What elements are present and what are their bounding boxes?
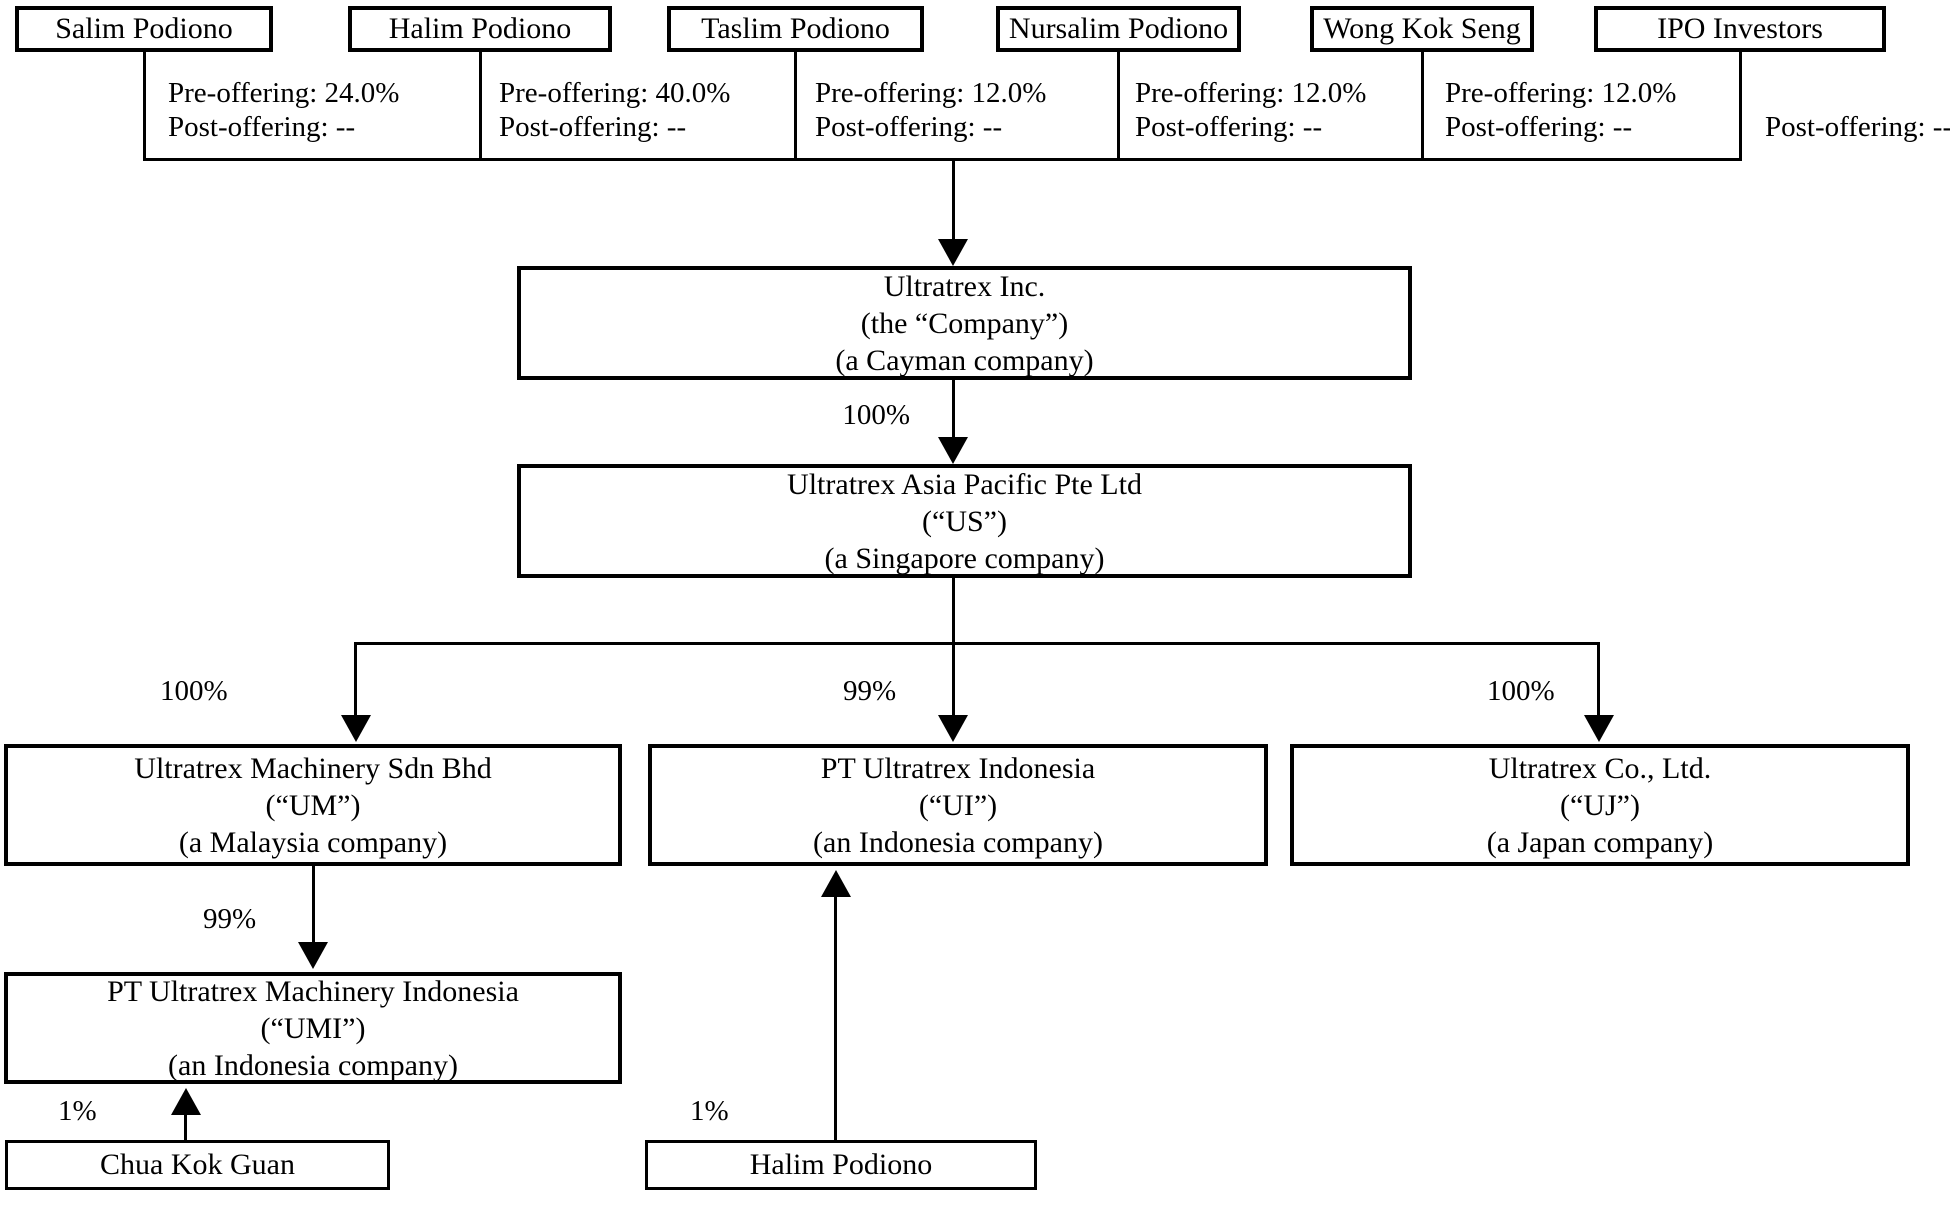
ownership-label-us-to-ui: 99% [843, 675, 897, 707]
ownership-label-company-to-us: 100% [842, 399, 910, 431]
connector-manifold-to-company [951, 158, 955, 242]
post-offering-label: Post-offering: -- [168, 111, 356, 143]
entity-jurisdiction: (a Japan company) [1486, 825, 1714, 859]
pre-offering-label: Pre-offering: 12.0% [1445, 77, 1677, 109]
shareholder-name: Wong Kok Seng [1323, 12, 1521, 45]
ownership-label-um-to-umi: 99% [203, 903, 257, 935]
shareholder-name: Taslim Podiono [701, 12, 890, 45]
entity-box-ui: PT Ultratrex Indonesia (“UI”) (an Indone… [648, 744, 1268, 866]
entity-jurisdiction: (a Singapore company) [824, 541, 1105, 575]
arrowhead-into-um [340, 715, 371, 742]
shareholder-box-nursalim-podiono: Nursalim Podiono [996, 6, 1241, 52]
offering-note-ipo: Post-offering: -- [1765, 110, 1950, 144]
offering-note-nursalim: Pre-offering: 12.0% Post-offering: -- [1135, 76, 1366, 144]
entity-name: Ultratrex Inc. [883, 269, 1046, 303]
shareholder-box-ipo-investors: IPO Investors [1594, 6, 1886, 52]
entity-box-umi: PT Ultratrex Machinery Indonesia (“UMI”)… [4, 972, 622, 1084]
shareholder-box-salim-podiono: Salim Podiono [15, 6, 273, 52]
ownership-label-us-to-uj: 100% [1487, 675, 1555, 707]
connector-salim-stub [142, 52, 146, 160]
entity-box-company: Ultratrex Inc. (the “Company”) (a Cayman… [517, 266, 1412, 380]
shareholder-name: Halim Podiono [388, 12, 572, 45]
entity-alias: (“UI”) [918, 788, 998, 822]
entity-alias: (“UM”) [265, 788, 361, 822]
entity-jurisdiction: (a Cayman company) [835, 343, 1094, 377]
shareholder-box-chua-kok-guan: Chua Kok Guan [5, 1140, 390, 1190]
connector-branch-uj [1597, 642, 1600, 718]
shareholder-box-taslim-podiono: Taslim Podiono [667, 6, 924, 52]
connector-split-bar [354, 642, 1600, 645]
shareholder-box-halim-podiono: Halim Podiono [348, 6, 612, 52]
offering-note-taslim: Pre-offering: 12.0% Post-offering: -- [815, 76, 1046, 144]
arrowhead-into-umi [298, 942, 328, 969]
connector-branch-um [354, 642, 357, 718]
entity-alias: (the “Company”) [860, 306, 1069, 340]
shareholder-box-wong-kok-seng: Wong Kok Seng [1310, 6, 1534, 52]
pre-offering-label: Pre-offering: 24.0% [168, 77, 400, 109]
arrowhead-into-uj [1583, 715, 1614, 742]
connector-shareholder-manifold [142, 158, 1742, 161]
entity-jurisdiction: (an Indonesia company) [813, 825, 1103, 859]
post-offering-label: Post-offering: -- [1765, 111, 1950, 143]
arrowhead-into-ui [938, 715, 968, 742]
connector-nursalim-stub [1116, 52, 1120, 160]
connector-us-down [951, 578, 955, 644]
shareholder-box-halim-podiono-minority: Halim Podiono [645, 1140, 1037, 1190]
pre-offering-label: Pre-offering: 12.0% [1135, 77, 1367, 109]
shareholder-name: IPO Investors [1657, 12, 1823, 45]
connector-halim-stub [478, 52, 482, 160]
pre-offering-label: Pre-offering: 12.0% [815, 77, 1047, 109]
entity-name: Ultratrex Co., Ltd. [1488, 751, 1712, 785]
entity-name: PT Ultratrex Machinery Indonesia [107, 974, 519, 1008]
entity-jurisdiction: (an Indonesia company) [168, 1048, 458, 1082]
shareholder-name: Chua Kok Guan [100, 1148, 295, 1181]
shareholder-name: Salim Podiono [55, 12, 233, 45]
post-offering-label: Post-offering: -- [1135, 111, 1323, 143]
entity-box-um: Ultratrex Machinery Sdn Bhd (“UM”) (a Ma… [4, 744, 622, 866]
connector-wong-stub [1420, 52, 1424, 160]
ownership-label-halim-to-ui: 1% [690, 1095, 729, 1127]
connector-chua-to-umi [184, 1110, 187, 1140]
ownership-label-chua-to-umi: 1% [58, 1095, 97, 1127]
entity-alias: (“UJ”) [1560, 788, 1640, 822]
post-offering-label: Post-offering: -- [815, 111, 1003, 143]
pre-offering-label: Pre-offering: 40.0% [499, 77, 731, 109]
offering-note-halim: Pre-offering: 40.0% Post-offering: -- [499, 76, 730, 144]
offering-note-wong: Pre-offering: 12.0% Post-offering: -- [1445, 76, 1676, 144]
offering-note-salim: Pre-offering: 24.0% Post-offering: -- [168, 76, 399, 144]
entity-name: PT Ultratrex Indonesia [820, 751, 1096, 785]
shareholder-name: Halim Podiono [749, 1148, 933, 1181]
connector-ipo-stub [1738, 52, 1742, 160]
entity-name: Ultratrex Machinery Sdn Bhd [134, 751, 492, 785]
shareholder-name: Nursalim Podiono [1008, 12, 1229, 45]
entity-box-us: Ultratrex Asia Pacific Pte Ltd (“US”) (a… [517, 464, 1412, 578]
connector-company-to-us [951, 380, 955, 440]
connector-um-to-umi [311, 866, 315, 944]
arrowhead-into-us [938, 437, 968, 464]
entity-alias: (“UMI”) [260, 1011, 366, 1045]
entity-alias: (“US”) [922, 504, 1007, 538]
connector-taslim-stub [793, 52, 797, 160]
entity-box-uj: Ultratrex Co., Ltd. (“UJ”) (a Japan comp… [1290, 744, 1910, 866]
connector-halim-to-ui [834, 892, 837, 1140]
entity-jurisdiction: (a Malaysia company) [178, 825, 448, 859]
arrowhead-into-company [938, 239, 968, 266]
ownership-label-us-to-um: 100% [160, 675, 228, 707]
post-offering-label: Post-offering: -- [499, 111, 687, 143]
entity-name: Ultratrex Asia Pacific Pte Ltd [787, 467, 1142, 501]
post-offering-label: Post-offering: -- [1445, 111, 1633, 143]
connector-branch-ui [951, 642, 955, 718]
